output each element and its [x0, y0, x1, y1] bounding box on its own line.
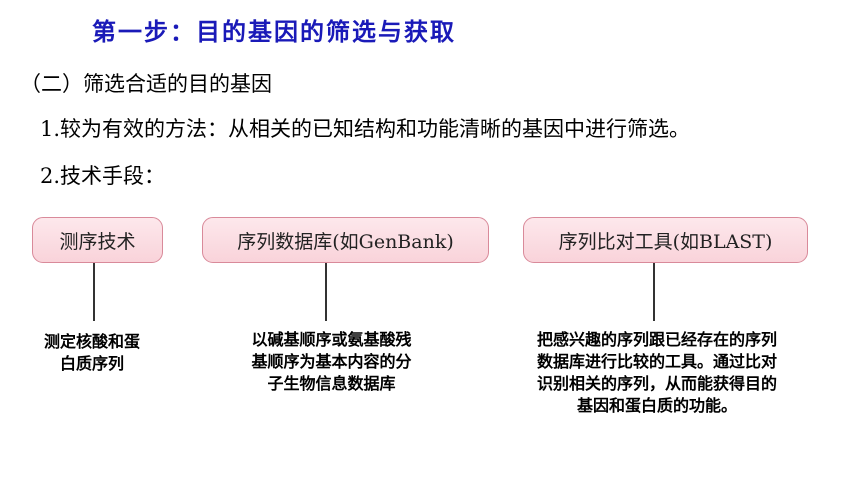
method-box-alignment-tool: 序列比对工具(如BLAST) — [523, 217, 808, 263]
point-1-text: 1.较为有效的方法：从相关的已知结构和功能清晰的基因中进行筛选。 — [40, 117, 691, 141]
description-line: 识别相关的序列，从而能获得目的 — [536, 374, 777, 393]
description-sequencing: 测定核酸和蛋 白质序列 — [22, 331, 162, 375]
description-line: 把感兴趣的序列跟已经存在的序列 — [536, 330, 777, 349]
method-box-sequencing: 测序技术 — [32, 217, 163, 263]
connector-line-database — [325, 263, 327, 321]
description-line: 子生物信息数据库 — [267, 374, 396, 393]
description-alignment-tool: 把感兴趣的序列跟已经存在的序列 数据库进行比较的工具。通过比对 识别相关的序列，… — [492, 329, 822, 417]
connector-line-sequencing — [93, 263, 95, 321]
description-line: 测定核酸和蛋 — [43, 332, 140, 351]
description-line: 数据库进行比较的工具。通过比对 — [536, 352, 777, 371]
slide-title: 第一步：目的基因的筛选与获取 — [92, 18, 456, 46]
point-2-text: 2.技术手段： — [40, 164, 166, 188]
description-line: 白质序列 — [59, 354, 124, 373]
description-line: 基顺序为基本内容的分 — [251, 352, 412, 371]
section-heading: （二）筛选合适的目的基因 — [20, 72, 272, 96]
method-box-database: 序列数据库(如GenBank) — [202, 217, 489, 263]
description-line: 以碱基顺序或氨基酸残 — [251, 330, 412, 349]
connector-line-alignment-tool — [653, 263, 655, 321]
description-database: 以碱基顺序或氨基酸残 基顺序为基本内容的分 子生物信息数据库 — [224, 329, 439, 395]
description-line: 基因和蛋白质的功能。 — [576, 396, 737, 415]
